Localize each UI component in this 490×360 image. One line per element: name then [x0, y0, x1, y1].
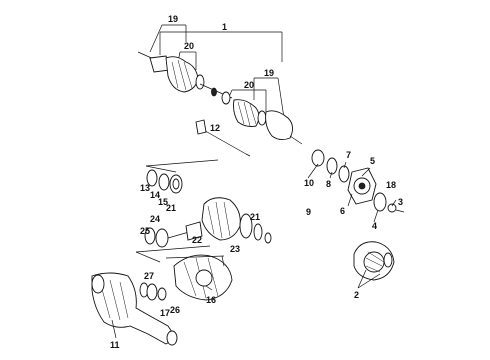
callout-14: 14 — [150, 190, 160, 200]
bracket-19-right — [253, 77, 285, 119]
callout-13: 13 — [140, 183, 150, 193]
callout-16: 16 — [206, 295, 216, 305]
drive-shaft-assembly — [137, 51, 303, 145]
callout-5: 5 — [370, 156, 375, 166]
bracket-19-left — [149, 24, 187, 53]
callout-4: 4 — [372, 221, 377, 231]
callout-8: 8 — [326, 179, 331, 189]
callout-25: 25 — [140, 226, 150, 236]
callout-12: 12 — [210, 123, 220, 133]
carrier-housing — [173, 254, 233, 301]
callout-9: 9 — [306, 207, 311, 217]
callout-21-left: 21 — [166, 203, 176, 213]
ring-gear-assembly — [201, 197, 272, 244]
callout-15: 15 — [158, 197, 168, 207]
callout-22: 22 — [192, 235, 202, 245]
bearing-stack-left — [146, 169, 183, 194]
callout-11: 11 — [110, 340, 120, 350]
callout-10: 10 — [304, 178, 314, 188]
axle-shaft — [195, 119, 251, 157]
leader-lines — [111, 161, 397, 339]
callout-19-left: 19 — [168, 14, 178, 24]
callout-1: 1 — [222, 22, 227, 32]
differential-case — [353, 241, 395, 281]
side-flange-assembly — [311, 149, 405, 213]
callout-7: 7 — [346, 150, 351, 160]
pinion-assembly — [144, 221, 203, 248]
callout-27: 27 — [144, 271, 154, 281]
seal-bearing-group — [139, 282, 167, 301]
callout-3: 3 — [398, 197, 403, 207]
callout-24: 24 — [150, 214, 160, 224]
callout-26: 26 — [170, 305, 180, 315]
callout-17: 17 — [160, 308, 170, 318]
callout-18: 18 — [386, 180, 396, 190]
callout-23: 23 — [230, 244, 240, 254]
callout-2: 2 — [354, 290, 359, 300]
callout-6: 6 — [340, 206, 345, 216]
callout-19-right: 19 — [264, 68, 274, 78]
callout-21-right: 21 — [250, 212, 260, 222]
bracket-1 — [159, 31, 283, 62]
axle-housing — [91, 272, 178, 346]
callout-20-right: 20 — [244, 80, 254, 90]
callout-20-left: 20 — [184, 41, 194, 51]
